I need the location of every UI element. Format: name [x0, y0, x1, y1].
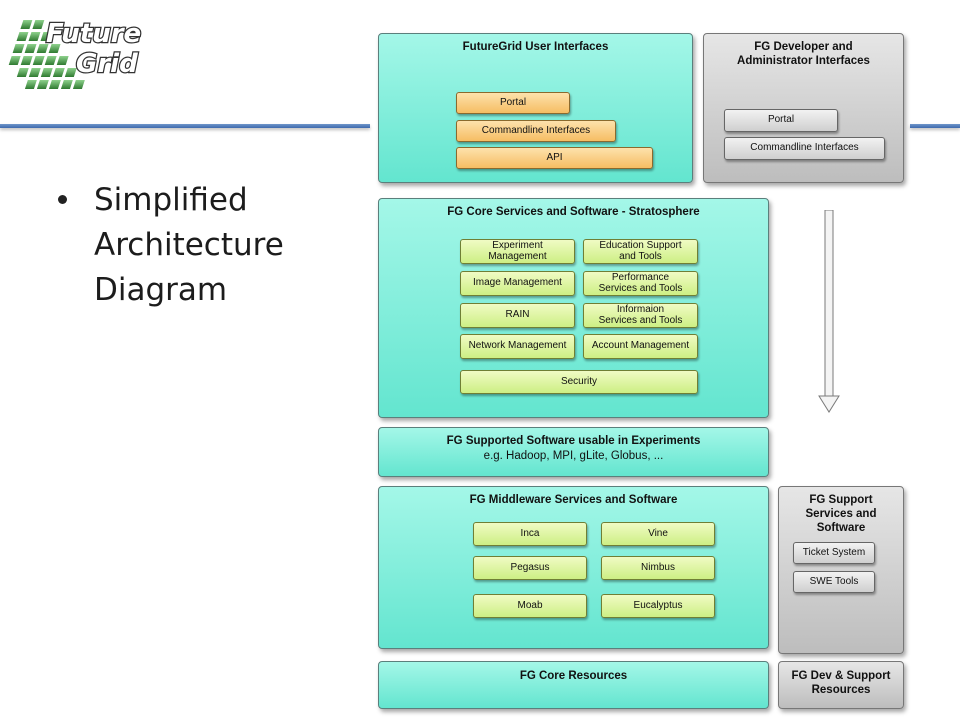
education-support-box: Education Support and Tools	[583, 239, 698, 264]
information-services-box: Informaion Services and Tools	[583, 303, 698, 328]
ticket-system-box: Ticket System	[793, 542, 875, 564]
user-interfaces-panel: FutureGrid User Interfaces Portal Comman…	[378, 33, 693, 183]
user-interfaces-title: FutureGrid User Interfaces	[462, 41, 609, 53]
swe-tools-box: SWE Tools	[793, 571, 875, 593]
supported-software-subtitle: e.g. Hadoop, MPI, gLite, Globus, ...	[483, 450, 664, 462]
vine-box: Vine	[601, 522, 715, 546]
dev-support-resources-panel: FG Dev & Support Resources	[778, 661, 904, 709]
image-management-box: Image Management	[460, 271, 575, 296]
ui-api-box: API	[456, 147, 653, 169]
dev-portal-box: Portal	[724, 109, 838, 132]
core-resources-title: FG Core Resources	[519, 670, 628, 682]
supported-software-panel: FG Supported Software usable in Experime…	[378, 427, 769, 477]
experiment-management-box: Experiment Management	[460, 239, 575, 264]
dev-support-resources-title: FG Dev & Support Resources	[791, 670, 891, 696]
core-services-panel: FG Core Services and Software - Stratosp…	[378, 198, 769, 418]
core-services-title: FG Core Services and Software - Stratosp…	[447, 206, 700, 218]
pegasus-box: Pegasus	[473, 556, 587, 580]
account-management-box: Account Management	[583, 334, 698, 359]
core-resources-panel: FG Core Resources	[378, 661, 769, 709]
supported-software-title: FG Supported Software usable in Experime…	[446, 435, 701, 447]
dev-interfaces-title: FG Developer and Administrator Interface…	[737, 41, 870, 67]
logo-grid-icon: Future Grid	[8, 18, 142, 89]
network-management-box: Network Management	[460, 334, 575, 359]
performance-services-box: Performance Services and Tools	[583, 271, 698, 296]
nimbus-box: Nimbus	[601, 556, 715, 580]
moab-box: Moab	[473, 594, 587, 618]
middleware-title: FG Middleware Services and Software	[469, 494, 678, 506]
support-services-title: FG Support Services and Software	[805, 494, 877, 534]
inca-box: Inca	[473, 522, 587, 546]
support-services-panel: FG Support Services and Software Ticket …	[778, 486, 904, 654]
rain-box: RAIN	[460, 303, 575, 328]
eucalyptus-box: Eucalyptus	[601, 594, 715, 618]
futuregrid-logo: Future Grid	[6, 8, 156, 100]
header-rule-left	[0, 124, 370, 128]
middleware-panel: FG Middleware Services and Software Inca…	[378, 486, 769, 649]
logo-text-line1: Future	[46, 19, 141, 49]
header-rule-right	[910, 124, 960, 128]
dev-interfaces-panel: FG Developer and Administrator Interface…	[703, 33, 904, 183]
bullet-dot-icon	[58, 195, 67, 204]
down-arrow-icon	[818, 209, 840, 415]
logo-text-line2: Grid	[76, 49, 138, 79]
security-box: Security	[460, 370, 698, 394]
ui-portal-box: Portal	[456, 92, 570, 114]
bullet-text: Simplified Architecture Diagram	[94, 182, 284, 308]
ui-commandline-box: Commandline Interfaces	[456, 120, 616, 142]
dev-commandline-box: Commandline Interfaces	[724, 137, 885, 160]
